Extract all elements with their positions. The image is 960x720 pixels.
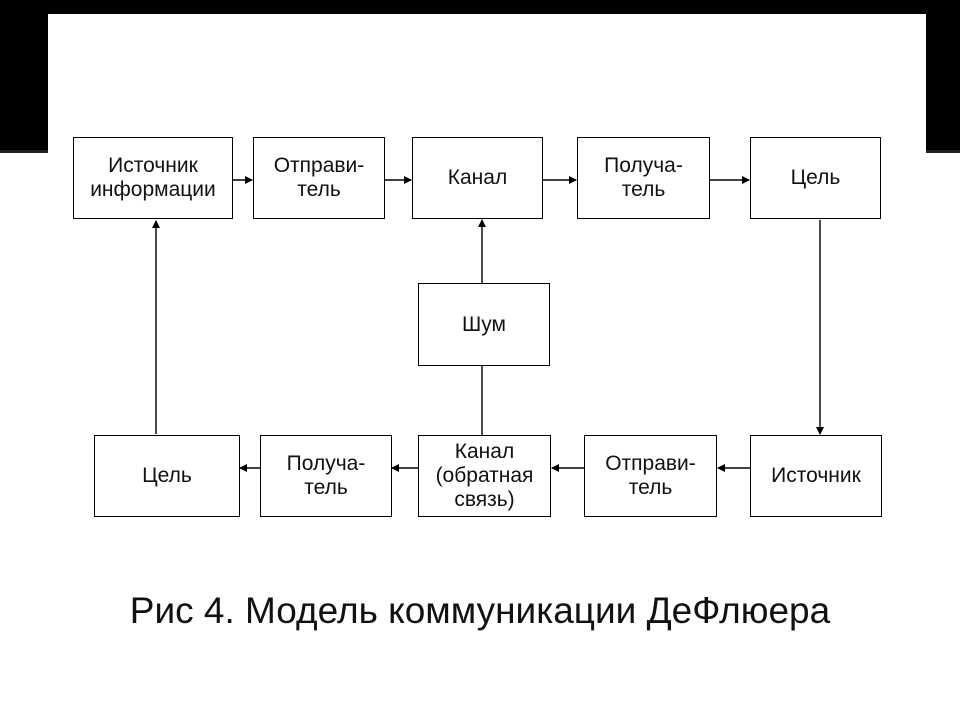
slide-rule-left: [0, 150, 48, 153]
box-receiver-feedback: Получа- тель: [260, 435, 392, 517]
box-information-source: Источник информации: [73, 137, 233, 219]
box-goal: Цель: [750, 137, 881, 219]
box-goal-feedback: Цель: [94, 435, 240, 517]
box-source-feedback: Источник: [750, 435, 882, 517]
box-channel: Канал: [412, 137, 543, 219]
figure-caption: Рис 4. Модель коммуникации ДеФлюера: [129, 590, 831, 631]
slide-left-band: [0, 14, 48, 150]
slide-rule-right: [926, 150, 960, 153]
slide-top-band: [0, 0, 960, 14]
box-receiver: Получа- тель: [577, 137, 710, 219]
box-noise: Шум: [418, 283, 550, 366]
box-sender-feedback: Отправи- тель: [584, 435, 717, 517]
box-feedback-channel: Канал (обратная связь): [418, 435, 551, 517]
box-sender: Отправи- тель: [253, 137, 385, 219]
slide-right-band: [926, 14, 960, 150]
